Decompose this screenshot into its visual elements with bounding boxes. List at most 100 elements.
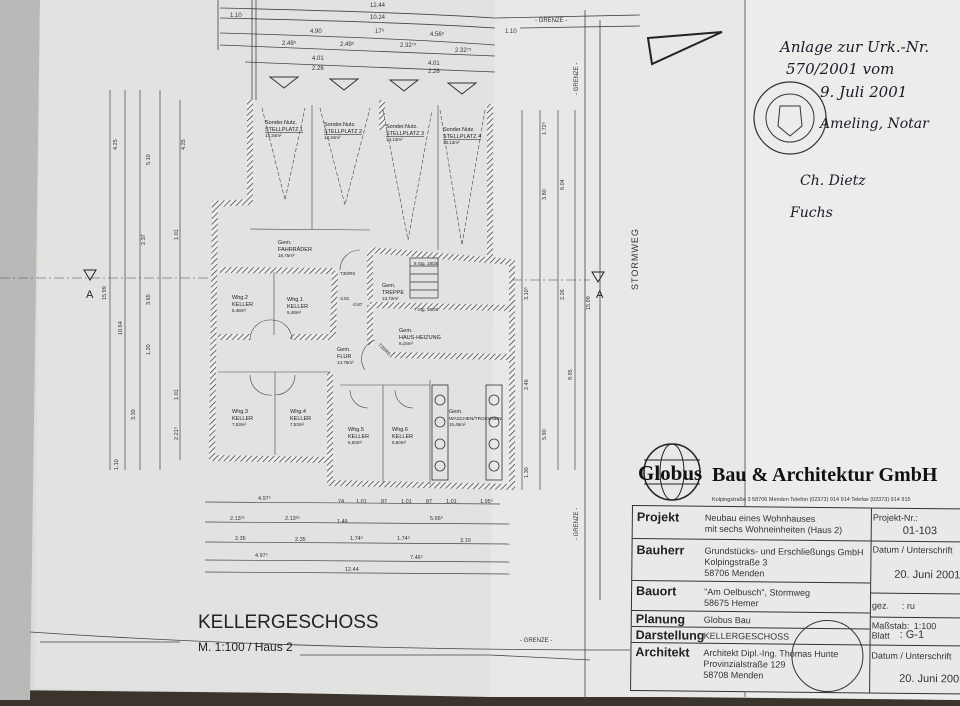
room-stellplatz-2: Sonder.Nutz.STELLPLATZ 213,34m² [324, 122, 362, 140]
room-stellplatz-4: Sonder.Nutz.STELLPLATZ 413,13m² [443, 127, 481, 145]
stair-label: 8 Stg. 18/26 [414, 261, 439, 266]
handwritten-line: Anlage zur Urk.-Nr. [778, 38, 929, 56]
signature: Fuchs [789, 205, 833, 221]
divider [632, 538, 871, 542]
section-marker-left: A [83, 269, 97, 301]
svg-text:7,53m²: 7,53m² [290, 422, 305, 427]
svg-text:74: 74 [338, 499, 344, 505]
dimension-lines-bottom [204, 501, 511, 575]
interior-lines [0, 105, 590, 485]
dim-label: 2.26 [428, 69, 440, 75]
dim-label: 2.49⁵ [340, 41, 355, 48]
svg-text:3.10⁵: 3.10⁵ [523, 287, 530, 300]
drawn-by: : ru [901, 600, 916, 611]
svg-text:1.10: 1.10 [114, 459, 120, 470]
svg-text:STELLPLATZ 3: STELLPLATZ 3 [386, 131, 424, 137]
project-number-label: Projekt-Nr.: [872, 512, 918, 523]
dim-label: 2.32⁷⁵ [400, 42, 417, 49]
dimension-labels-top: 12.44 10.24 1.10 4.90 2.49⁵ 2.49⁵ 17⁵ 2.… [230, 3, 517, 75]
street-label: STORMWEG [630, 228, 640, 290]
dim-label: 2.32⁷⁵ [455, 47, 472, 54]
boundary-label: - GRENZE - [520, 638, 552, 644]
row-label: Architekt [635, 645, 690, 660]
svg-text:Whg.6: Whg.6 [392, 427, 408, 433]
svg-text:14,76m²: 14,76m² [337, 360, 354, 365]
row-value: 58675 Hemer [703, 597, 759, 609]
svg-text:1.01: 1.01 [446, 499, 457, 505]
section-marker-right: A [591, 271, 605, 301]
north-arrow-icon [646, 31, 723, 66]
svg-text:5,48m²: 5,48m² [287, 310, 302, 315]
svg-text:KELLER: KELLER [232, 416, 253, 422]
svg-text:2.13²⁵: 2.13²⁵ [285, 515, 300, 522]
boundary-labels: - GRENZE - - GRENZE - - GRENZE - - GRENZ… [520, 18, 580, 644]
svg-text:4.25: 4.25 [181, 139, 187, 150]
svg-text:2.46: 2.46 [524, 379, 530, 390]
svg-text:12.44: 12.44 [345, 567, 359, 573]
svg-text:Globus: Globus [638, 461, 702, 485]
project-number: 01-103 [902, 524, 938, 538]
dimension-labels-sides: 4.25 5.10 4.25 2.37 1.01 3.65 1.20 1.01 … [102, 122, 592, 478]
svg-text:1.74⁵: 1.74⁵ [397, 535, 410, 542]
svg-text:4.97⁵: 4.97⁵ [258, 495, 271, 502]
svg-text:5.10: 5.10 [146, 154, 152, 165]
row-value: KELLERGESCHOSS [703, 630, 790, 642]
dimension-labels-bottom: 4.97⁵ 74 1.01 87 1.01 87 1.01 1.95⁵ 2.13… [230, 495, 493, 573]
svg-text:Gem.: Gem. [382, 283, 396, 289]
svg-text:3.30: 3.30 [131, 409, 137, 420]
dim-label: 4.90 [310, 29, 322, 35]
dim-label: 1.10 [230, 13, 242, 19]
dim-label: 4.01 [312, 56, 324, 62]
globus-logo: Globus [638, 443, 702, 501]
svg-text:6,60m²: 6,60m² [392, 440, 407, 445]
row-value: mit sechs Wohneinheiten (Haus 2) [704, 523, 843, 536]
row-label: Darstellung [635, 628, 705, 643]
svg-text:13,34m²: 13,34m² [324, 135, 341, 140]
level-label: -2.81 [339, 296, 350, 301]
date-signature-label-2: Datum / Unterschrift [871, 650, 952, 662]
svg-text:Whg.2: Whg.2 [232, 295, 248, 301]
svg-text:2.35: 2.35 [235, 536, 246, 542]
svg-text:3.80: 3.80 [542, 189, 548, 200]
svg-text:5.90: 5.90 [542, 429, 548, 440]
boundary-label: - GRENZE - [574, 63, 580, 95]
svg-text:1.01: 1.01 [174, 389, 180, 400]
svg-text:KELLER: KELLER [287, 304, 308, 310]
dim-label: 4.56⁵ [430, 31, 445, 38]
stair [409, 257, 439, 299]
divider [869, 644, 960, 647]
svg-text:13,13m²: 13,13m² [443, 140, 460, 145]
dim-label: 2.49⁵ [282, 40, 297, 47]
svg-text:1.30: 1.30 [524, 467, 530, 478]
level-label: -2.87 [352, 302, 363, 307]
svg-text:KELLER: KELLER [290, 416, 311, 422]
svg-text:KELLER: KELLER [348, 434, 369, 440]
svg-text:Sonder.Nutz.: Sonder.Nutz. [265, 120, 297, 126]
signature: Ch. Dietz [800, 173, 866, 189]
dim-label: 10.24 [370, 15, 386, 21]
svg-text:Whg.3: Whg.3 [232, 409, 248, 415]
boundary-label: - GRENZE - [574, 508, 580, 540]
handwritten-line: 9. Juli 2001 [820, 83, 907, 101]
date-1: 20. Juni 2001 [894, 568, 960, 582]
dim-label: 1.10 [505, 29, 517, 35]
handwritten-line: 570/2001 vom [786, 60, 894, 78]
svg-text:1.01: 1.01 [356, 499, 367, 505]
handwritten-line: Ameling, Notar [818, 116, 930, 132]
row-label: Projekt [636, 510, 680, 525]
divider [632, 580, 871, 584]
dim-label: 2.26 [312, 66, 324, 72]
svg-text:1.20: 1.20 [146, 344, 152, 355]
svg-text:13,34m²: 13,34m² [265, 133, 282, 138]
divider [870, 592, 960, 595]
svg-text:STELLPLATZ 2: STELLPLATZ 2 [324, 129, 362, 135]
left-page [35, 0, 495, 697]
washer-dryer-units [431, 384, 503, 481]
